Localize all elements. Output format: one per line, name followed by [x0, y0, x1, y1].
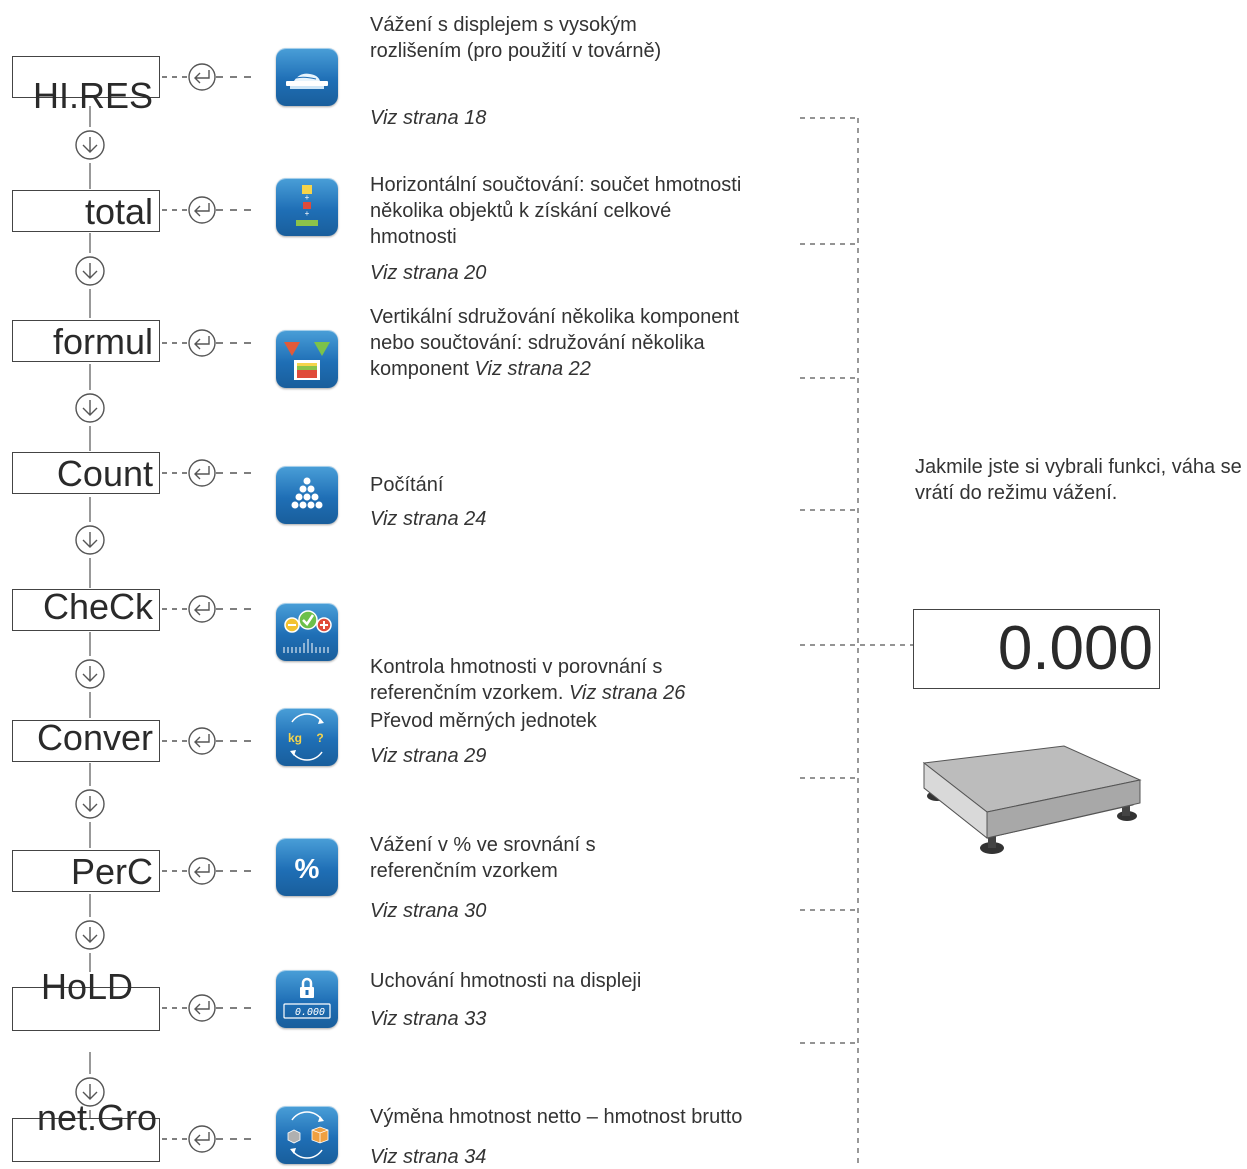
description-check: Kontrola hmotnosti v porovnání s referen… [370, 654, 760, 706]
down-arrow-icon [75, 920, 105, 950]
page-ref-total: Viz strana 20 [370, 262, 487, 284]
description-text: Uchování hmotnosti na displeji [370, 970, 642, 992]
page-ref-perc: Viz strana 30 [370, 900, 487, 922]
page-ref-conver: Viz strana 29 [370, 745, 487, 767]
enter-arrow-icon [162, 1125, 256, 1153]
enter-arrow-icon [162, 196, 256, 224]
description-conver: Převod měrných jednotek [370, 708, 770, 734]
net-gross-swap-icon[interactable] [276, 1106, 338, 1164]
down-arrow-icon [75, 393, 105, 423]
down-arrow-icon [75, 789, 105, 819]
description-hi-res: Vážení s displejem s vysokým rozlišením … [370, 12, 720, 64]
counting-icon[interactable] [276, 466, 338, 524]
hold-display-label: 0.000 [295, 1007, 325, 1018]
display-code: HI.RES [32, 75, 153, 116]
description-page-ref: Viz strana 22 [474, 358, 591, 380]
unit-conversion-icon[interactable]: kg? [276, 708, 338, 766]
display-total[interactable]: total [12, 190, 160, 232]
page-ref-hold: Viz strana 33 [370, 1008, 487, 1030]
page-ref-net-gro: Viz strana 34 [370, 1146, 487, 1168]
display-code: Count [56, 453, 153, 494]
question-label: ? [316, 731, 323, 745]
display-perc[interactable]: PerC [12, 850, 160, 892]
display-code: HoLD [40, 966, 133, 1007]
description-formul: Vertikální sdružování několika komponent… [370, 304, 770, 382]
enter-arrow-icon [162, 994, 256, 1022]
description-count: Počítání [370, 472, 770, 498]
svg-text:+: + [305, 193, 310, 202]
display-code: net.Gro [36, 1097, 157, 1138]
page-ref-hi-res: Viz strana 18 [370, 107, 487, 129]
display-hold[interactable]: HoLD [12, 966, 160, 1031]
enter-arrow-icon [162, 329, 256, 357]
totalizing-icon[interactable]: ++ [276, 178, 338, 236]
description-text: Převod měrných jednotek [370, 710, 597, 732]
display-code: Conver [36, 717, 153, 758]
display-formul[interactable]: formul [12, 320, 160, 362]
down-arrow-icon [75, 659, 105, 689]
down-arrow-icon [75, 256, 105, 286]
description-text: Kontrola hmotnosti v porovnání s referen… [370, 656, 663, 704]
checkweighing-icon[interactable] [276, 603, 338, 661]
percent-label: % [295, 853, 320, 884]
svg-text:+: + [305, 209, 310, 218]
enter-arrow-icon [162, 727, 256, 755]
enter-arrow-icon [162, 63, 256, 91]
display-code: CheCk [42, 586, 153, 627]
display-hi-res[interactable]: HI.RES [12, 56, 160, 116]
description-hold: Uchování hmotnosti na displeji [370, 968, 770, 994]
description-text: Počítání [370, 474, 444, 496]
description-text: Výměna hmotnost netto – hmotnost brutto [370, 1106, 743, 1128]
hold-lock-icon[interactable]: 0.000 [276, 970, 338, 1028]
return-note: Jakmile jste si vybrali funkci, váha se … [915, 456, 1242, 504]
kg-label: kg [288, 731, 302, 745]
description-text: Vážení v % ve srovnání s referenčním vzo… [370, 834, 596, 882]
formulation-icon[interactable] [276, 330, 338, 388]
display-net-gro[interactable]: net.Gro [12, 1097, 160, 1162]
description-perc: Vážení v % ve srovnání s referenčním vzo… [370, 832, 670, 884]
display-code: total [84, 191, 153, 232]
percent-icon[interactable]: % [276, 838, 338, 896]
high-resolution-scale-icon[interactable] [276, 48, 338, 106]
down-arrow-icon [75, 1077, 105, 1107]
description-text: Horizontální součtování: součet hmotnost… [370, 174, 742, 248]
display-check[interactable]: CheCk [12, 586, 160, 631]
down-arrow-icon [75, 525, 105, 555]
description-net-gro: Výměna hmotnost netto – hmotnost brutto [370, 1104, 830, 1130]
page-ref-count: Viz strana 24 [370, 508, 487, 530]
return-bracket [800, 117, 913, 1168]
display-code: formul [52, 321, 153, 362]
scale-display-value: 0.000 [997, 614, 1153, 683]
enter-arrow-icon [162, 857, 256, 885]
enter-arrow-icon [162, 595, 256, 623]
display-count[interactable]: Count [12, 452, 160, 494]
description-text: Vertikální sdružování několika komponent… [370, 306, 740, 380]
description-page-ref: Viz strana 26 [568, 682, 686, 704]
down-arrow-icon [75, 130, 105, 160]
description-total: Horizontální součtování: součet hmotnost… [370, 172, 760, 250]
scale-display: 0.000 [913, 609, 1160, 689]
display-conver[interactable]: Conver [12, 717, 160, 762]
display-code: PerC [70, 851, 153, 892]
enter-arrow-icon [162, 459, 256, 487]
description-text: Vážení s displejem s vysokým rozlišením … [370, 14, 662, 62]
platform-scale-illustration [922, 745, 1142, 854]
